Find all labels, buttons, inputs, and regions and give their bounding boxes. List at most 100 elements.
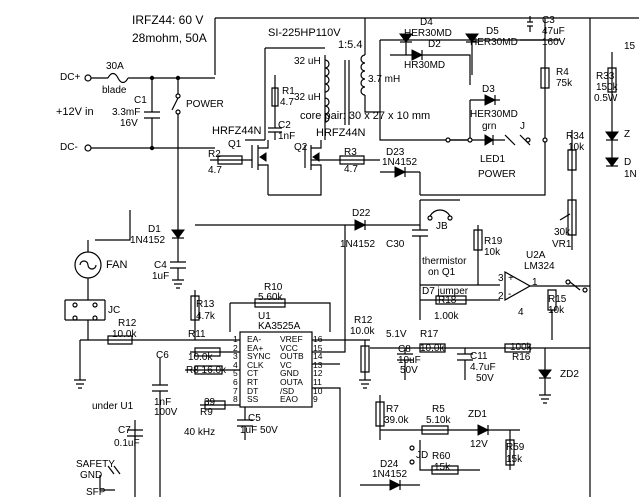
r34-name: R34 bbox=[566, 131, 585, 142]
r1-name: R1 bbox=[282, 86, 295, 97]
c5-value: 1uF 50V bbox=[240, 425, 278, 436]
c8-value: 10uF bbox=[398, 355, 421, 366]
r2-value: 4.7 bbox=[208, 165, 222, 176]
d22-diode bbox=[354, 219, 367, 231]
thermistor-label: thermistor bbox=[422, 256, 467, 267]
wire bbox=[421, 50, 471, 85]
r34-body bbox=[567, 149, 577, 171]
ic-pin-number: 5 bbox=[233, 368, 238, 379]
zener-top-2 bbox=[605, 157, 619, 167]
q1-part: HRFZ44N bbox=[212, 125, 262, 137]
ic-pin-name: OUTB bbox=[280, 351, 304, 362]
connector-pin bbox=[467, 137, 473, 143]
q2-name: Q2 bbox=[294, 142, 308, 153]
zener-top bbox=[605, 131, 619, 141]
r33-body bbox=[607, 67, 617, 93]
d1-name: D1 bbox=[148, 224, 161, 235]
q1-gate bbox=[251, 145, 259, 170]
r13-value: 4.7k bbox=[196, 311, 215, 322]
zd-top-2: D bbox=[624, 157, 632, 168]
ic-pin-name: EA+ bbox=[247, 342, 264, 353]
ic-pin-number: 9 bbox=[313, 394, 318, 405]
ic-pin-name: SYNC bbox=[247, 351, 271, 362]
led1-name: LED1 bbox=[480, 154, 506, 165]
d2-name: D2 bbox=[428, 39, 441, 50]
r17-name: R17 bbox=[420, 329, 439, 340]
transformer-part: SI-225HP110V bbox=[268, 27, 341, 39]
r8-label: R8 16.0k bbox=[186, 365, 227, 376]
opamp-pin2: 2 bbox=[498, 291, 504, 302]
r13-body bbox=[190, 295, 200, 321]
r16-value: 100k bbox=[510, 342, 532, 353]
r1-body bbox=[271, 87, 279, 107]
r3-name: R3 bbox=[344, 147, 357, 158]
transformer-ratio: 1:5.4 bbox=[338, 39, 363, 51]
ic-pin-name: VC bbox=[280, 359, 292, 370]
r18-body bbox=[435, 295, 467, 305]
wire bbox=[379, 39, 545, 112]
d7-jumper-label: D7 jumper bbox=[422, 286, 469, 297]
c5-name: C5 bbox=[248, 413, 261, 424]
ic-pin-name: /SD bbox=[280, 385, 295, 396]
ic-pin-name: SS bbox=[247, 394, 259, 405]
dc-minus-terminal bbox=[84, 144, 92, 152]
v51-label: 5.1V bbox=[386, 329, 407, 340]
ic-pin-number: 16 bbox=[313, 334, 323, 344]
u2-name: U2A bbox=[526, 250, 546, 261]
r15-value: 10k bbox=[548, 305, 565, 316]
c8-symbol bbox=[397, 348, 413, 380]
connector-pin bbox=[525, 137, 531, 143]
c3-voltage: 160V bbox=[542, 37, 566, 48]
d5-part: HER30MD bbox=[470, 37, 518, 48]
top-right-label: 15 bbox=[624, 41, 636, 52]
c6-name: C6 bbox=[156, 350, 169, 361]
r12b-body bbox=[360, 345, 370, 373]
r19-value: 10k bbox=[484, 247, 501, 258]
ic-pin-number: 7 bbox=[233, 385, 238, 396]
switch-contact bbox=[175, 93, 181, 99]
j-jumper bbox=[504, 134, 531, 146]
r34-value: 10k bbox=[568, 142, 585, 153]
c7-name: C7 bbox=[118, 425, 131, 436]
transformer-core bbox=[344, 60, 350, 125]
d5-name: D5 bbox=[486, 26, 499, 37]
vr1-wiper bbox=[559, 213, 571, 221]
r11-body bbox=[194, 347, 221, 357]
d22-name: D22 bbox=[352, 208, 371, 219]
c3-plates bbox=[527, 21, 533, 27]
r15-body bbox=[547, 289, 557, 311]
connector-pin bbox=[92, 302, 98, 308]
op-amp-u2a bbox=[504, 270, 532, 302]
c4-symbol bbox=[170, 261, 186, 269]
opamp-minus: - bbox=[508, 289, 512, 300]
wire bbox=[95, 210, 131, 241]
r7-value: 39.0k bbox=[384, 415, 409, 426]
r59-value: 15k bbox=[506, 454, 523, 465]
zd1-zener bbox=[477, 424, 490, 436]
ic-pin-number: 14 bbox=[313, 351, 323, 362]
jc-connector bbox=[64, 299, 106, 321]
c1-value: 3.3mF bbox=[112, 107, 141, 118]
r15-name: R15 bbox=[548, 294, 567, 305]
transformer-secondary bbox=[360, 54, 366, 96]
d24-part: 1N4152 bbox=[372, 469, 408, 480]
input-voltage: +12V in bbox=[56, 106, 94, 118]
r19-body bbox=[473, 229, 483, 251]
connector-pin bbox=[582, 287, 588, 293]
junction bbox=[149, 145, 155, 151]
ic-pin-name: GND bbox=[280, 368, 299, 379]
connector-pin bbox=[72, 302, 78, 308]
vr1-value: 30k bbox=[554, 227, 571, 238]
r18-value: 1.00k bbox=[434, 311, 459, 322]
r3-body bbox=[339, 155, 365, 165]
r17-body bbox=[419, 343, 446, 353]
r9-body bbox=[204, 400, 226, 410]
jc-label: JC bbox=[108, 305, 121, 316]
fuse-rating: 30A bbox=[106, 61, 124, 72]
c2-value: 1nF bbox=[278, 131, 296, 142]
ic-pin-number: 8 bbox=[233, 394, 238, 405]
r16-body bbox=[504, 343, 531, 353]
d4-part: HER30MD bbox=[404, 28, 452, 39]
d23-name: D23 bbox=[386, 147, 405, 158]
safety-ground-symbol bbox=[107, 465, 121, 475]
